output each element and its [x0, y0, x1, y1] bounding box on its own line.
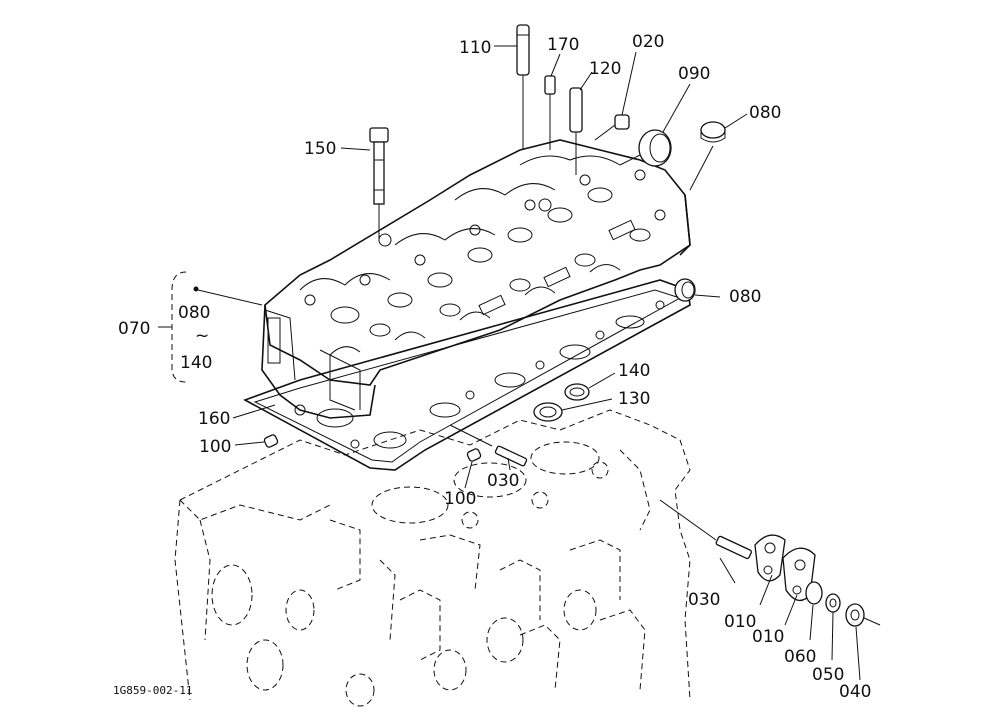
head-bolt-part: [369, 127, 389, 240]
callout-030-upper: 030: [487, 471, 519, 491]
washer-part: [805, 581, 823, 605]
callout-labels: 110 170 120 020 090 080 150 080 070 080 …: [118, 32, 871, 702]
valve-guide-part: [516, 24, 530, 150]
callout-140-range-end: 140: [180, 353, 212, 373]
plug-part: [594, 114, 630, 141]
callout-160: 160: [198, 409, 230, 429]
callout-170: 170: [547, 35, 579, 55]
cylinder-block-outline: [174, 409, 691, 707]
spring-washer-part: [825, 593, 841, 613]
cover-part: [619, 129, 672, 167]
callout-080-range-start: 080: [178, 303, 210, 323]
callout-150: 150: [304, 139, 336, 159]
callout-130: 130: [618, 389, 650, 409]
guide-part: [569, 87, 583, 175]
callout-080-top: 080: [749, 103, 781, 123]
callout-100-left: 100: [199, 437, 231, 457]
oil-seal-130: [533, 402, 563, 422]
stud-lower: [659, 499, 752, 560]
callout-020: 020: [632, 32, 664, 52]
cylinder-head-gasket: [243, 279, 691, 471]
dowel-pin-center: [466, 448, 482, 462]
plug-080-top: [689, 121, 726, 191]
hanger-plate-1: [754, 534, 786, 582]
drawing-code: 1G859-002-11: [113, 684, 192, 697]
callout-070: 070: [118, 319, 150, 339]
cylinder-head-assembly: [261, 139, 691, 419]
callout-range-tilde: ~: [195, 326, 209, 346]
callout-010-first: 010: [724, 612, 756, 632]
callout-100-center: 100: [444, 489, 476, 509]
callout-120: 120: [589, 59, 621, 79]
callout-090: 090: [678, 64, 710, 84]
plug-080-side: [674, 278, 696, 302]
leader-lines: [158, 45, 861, 681]
callout-040: 040: [839, 682, 871, 702]
callout-140: 140: [618, 361, 650, 381]
callout-010-second: 010: [752, 627, 784, 647]
callout-080-side: 080: [729, 287, 761, 307]
cap-part: [544, 75, 556, 150]
callout-110: 110: [459, 38, 491, 58]
dowel-pin-left: [263, 434, 279, 448]
oil-seal-140: [564, 383, 590, 401]
callout-030-lower: 030: [688, 590, 720, 610]
stud-upper: [449, 424, 528, 467]
nut-part: [845, 603, 881, 627]
callout-060: 060: [784, 647, 816, 667]
callout-050: 050: [812, 665, 844, 685]
